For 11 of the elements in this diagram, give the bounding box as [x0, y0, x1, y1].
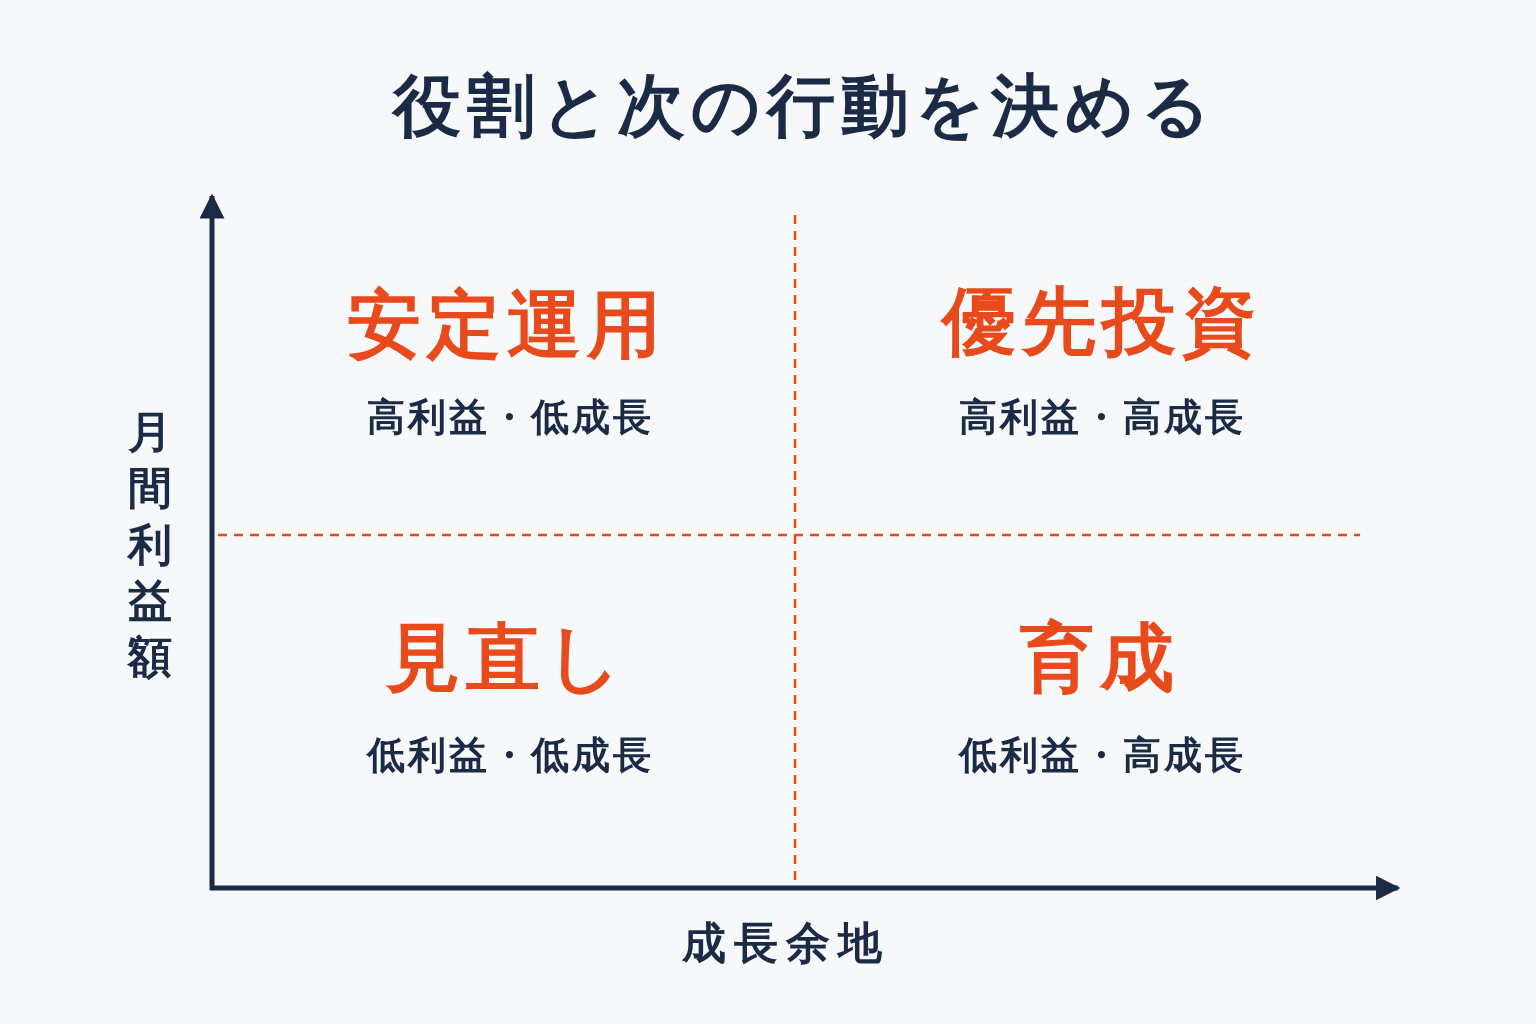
title: 役割と次の行動を決める [393, 68, 1217, 144]
quadrant-heading: 安定運用 [347, 284, 667, 366]
quadrant-heading: 優先投資 [942, 281, 1262, 363]
quadrant-heading: 見直し [386, 617, 628, 699]
axis-label: 月間利益額 [128, 405, 172, 685]
axis-label: 成長余地 [682, 918, 890, 968]
quadrant-subtitle: 低利益・低成長 [366, 735, 654, 777]
quadrant-heading: 育成 [1020, 617, 1180, 699]
quadrant-subtitle: 高利益・低成長 [366, 397, 654, 439]
quadrant-subtitle: 高利益・高成長 [958, 397, 1246, 439]
quadrant-subtitle: 低利益・高成長 [958, 735, 1246, 777]
